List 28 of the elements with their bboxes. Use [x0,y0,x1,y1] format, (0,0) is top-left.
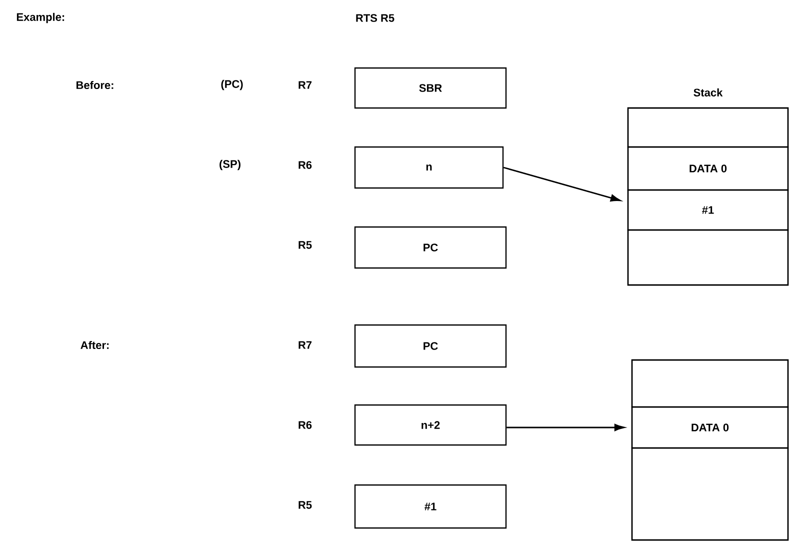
register-label: R7 [298,341,312,349]
instruction-text: RTS R5 [356,14,394,22]
register-label: R6 [298,161,312,169]
stack-cell [631,447,789,541]
register-label: R6 [298,421,312,429]
stack-cell [627,229,789,286]
register-box: #1 [354,484,507,529]
section-label: Before: [76,80,114,90]
register-box: n [354,146,504,189]
register-label: (PC) [221,80,243,90]
register-box: PC [354,324,507,368]
stack-cell [627,107,789,148]
register-box: n+2 [354,404,507,446]
register-label: R5 [298,501,312,509]
register-label: R5 [298,241,312,249]
stack-cell: #1 [627,189,789,231]
arrow [506,424,625,432]
heading: Example: [16,12,64,24]
register-label: (SP) [220,160,240,170]
section-label: After: [80,340,109,350]
stack-cell [631,359,789,408]
register-box: PC [354,226,507,269]
register-box: SBR [354,67,507,109]
stack-cell: DATA 0 [631,406,789,449]
register-label: R7 [298,81,312,89]
arrow [503,166,621,202]
node-label: Stack [694,88,723,96]
stack-cell: DATA 0 [627,146,789,191]
